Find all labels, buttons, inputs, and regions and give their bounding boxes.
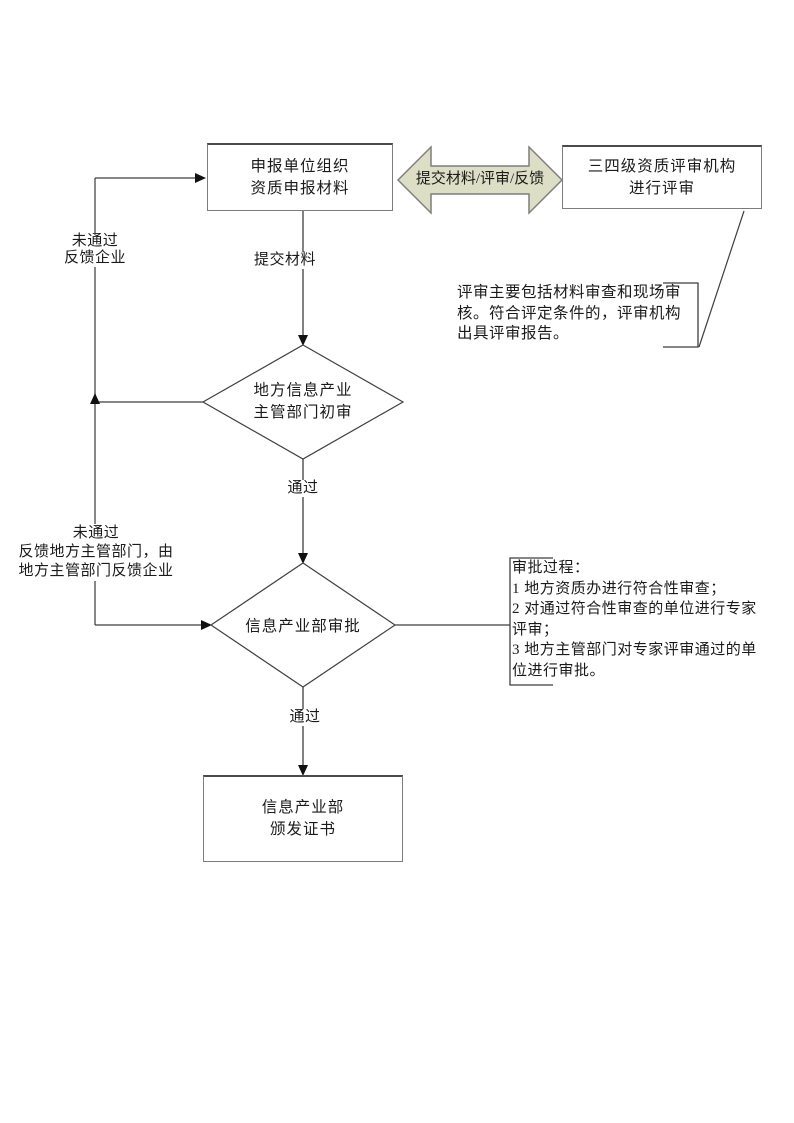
submit-materials-label: 提交材料	[251, 252, 319, 269]
arrowhead-into-initial-diamond	[298, 335, 308, 346]
certificate-box: 信息产业部 颁发证书	[203, 775, 403, 862]
review-org-box: 三四级资质评审机构 进行评审	[562, 145, 762, 209]
pass-initial-label: 通过	[283, 480, 323, 497]
arrowhead-into-ministry-diamond	[298, 553, 308, 564]
arrowhead-up-junction	[90, 393, 100, 404]
double-arrow-label: 提交材料/评审/反馈	[415, 171, 545, 187]
approval-note-bracket	[509, 557, 553, 686]
arrowhead-into-cert-box	[298, 765, 308, 776]
review-note: 评审主要包括材料审查和现场审 核。符合评定条件的，评审机构 出具评审报告。	[457, 284, 682, 342]
arrowhead-into-approval-diamond	[201, 620, 212, 630]
ministry-approval-diamond-shape	[209, 562, 397, 688]
review-note-bracket	[663, 282, 699, 348]
initial-review-diamond-shape	[201, 344, 405, 460]
fail-feedback-enterprise-label: 未通过 反馈企业	[35, 233, 155, 267]
approval-note: 审批过程： 1 地方资质办进行符合性审查； 2 对通过符合性审查的单位进行专家 …	[512, 560, 757, 679]
pass-approval-label: 通过	[285, 709, 325, 726]
fail-feedback-local-label: 未通过 反馈地方主管部门，由 地方主管部门反馈企业	[5, 524, 187, 581]
arrowhead-into-apply-box	[195, 173, 206, 183]
apply-box: 申报单位组织 资质申报材料	[207, 143, 393, 211]
ministry-approval-diamond-label: 信息产业部审批	[245, 618, 361, 635]
review-note-callout-line	[698, 210, 745, 348]
initial-review-diamond-label: 地方信息产业 主管部门初审	[253, 382, 353, 421]
